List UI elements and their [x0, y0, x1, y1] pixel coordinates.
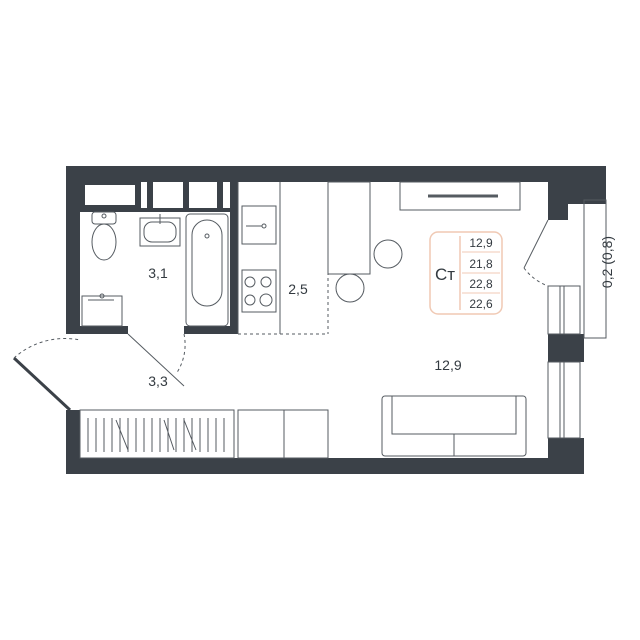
room-label-balcony: 0,2 (0,8) — [599, 236, 615, 288]
toilet-icon — [91, 211, 117, 261]
legend-total-area: 21,8 — [469, 257, 493, 271]
bathroom-door-icon — [127, 333, 186, 387]
table-icon — [327, 181, 403, 303]
stove-icon — [241, 269, 277, 313]
legend-area-reduced: 22,6 — [469, 297, 493, 311]
area-legend: Ст 12,9 21,8 22,8 22,6 — [429, 231, 503, 315]
walls — [66, 166, 606, 474]
legend-total-area-balcony: 22,8 — [469, 277, 493, 291]
room-label-hall: 3,3 — [148, 373, 168, 389]
storage-shelves — [79, 179, 223, 211]
wardrobe-icon — [79, 409, 235, 459]
washing-machine-icon — [81, 293, 123, 327]
legend-apartment-type: Ст — [435, 265, 455, 284]
kitchen-counter — [237, 182, 329, 335]
balcony-door-icon — [523, 219, 549, 287]
tv-unit-icon — [399, 181, 521, 211]
bathroom-sink-icon — [139, 214, 181, 247]
sofa-icon — [381, 395, 527, 457]
room-label-bathroom: 3,1 — [148, 265, 168, 281]
entrance-door-icon — [12, 337, 81, 412]
bathtub-icon — [185, 213, 229, 327]
balcony — [583, 199, 607, 339]
legend-living-area: 12,9 — [469, 236, 493, 250]
cabinet-icon — [237, 409, 329, 459]
room-label-living: 12,9 — [434, 357, 461, 373]
room-label-kitchen: 2,5 — [288, 281, 308, 297]
window-icon — [547, 285, 581, 439]
sink-icon — [241, 205, 277, 245]
